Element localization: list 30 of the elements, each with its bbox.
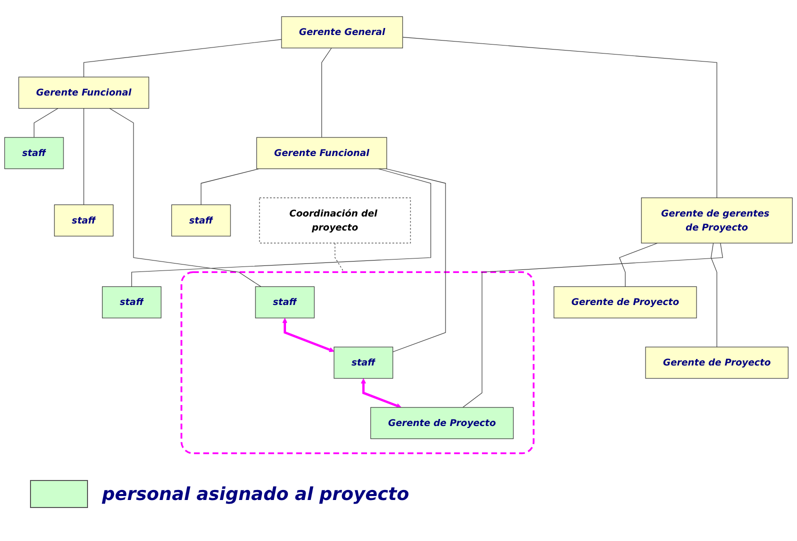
connector xyxy=(200,168,260,206)
connector xyxy=(710,242,718,348)
connector xyxy=(334,242,344,272)
cluster xyxy=(180,271,534,454)
connector xyxy=(619,242,658,287)
connector xyxy=(34,108,58,138)
legend-text: personal asignado al proyecto xyxy=(102,484,410,504)
node-box: staff xyxy=(54,204,114,236)
connector xyxy=(131,168,432,287)
node-box: Gerente de Proyecto xyxy=(645,346,788,379)
node-box: staff xyxy=(255,286,315,318)
node-box: staff xyxy=(171,204,231,236)
node-box: Gerente Funcional xyxy=(18,76,150,109)
node-box: Coordinación del proyecto xyxy=(259,198,411,244)
connector xyxy=(321,48,332,138)
node-box: staff xyxy=(334,346,394,379)
arrow xyxy=(282,318,334,352)
node-box: staff xyxy=(4,137,64,170)
node-box: staff xyxy=(102,286,162,318)
connector xyxy=(402,36,718,198)
connector xyxy=(84,39,282,78)
connector xyxy=(462,242,724,408)
node-box: Gerente de Proyecto xyxy=(370,407,514,440)
connector xyxy=(386,168,446,352)
node-box: Gerente de gerentes de Proyecto xyxy=(641,198,793,244)
node-box: Gerente de Proyecto xyxy=(554,286,697,318)
connector xyxy=(109,108,262,287)
arrow xyxy=(360,378,402,408)
node-box: Gerente Funcional xyxy=(256,137,388,170)
node-box: Gerente General xyxy=(281,16,403,48)
